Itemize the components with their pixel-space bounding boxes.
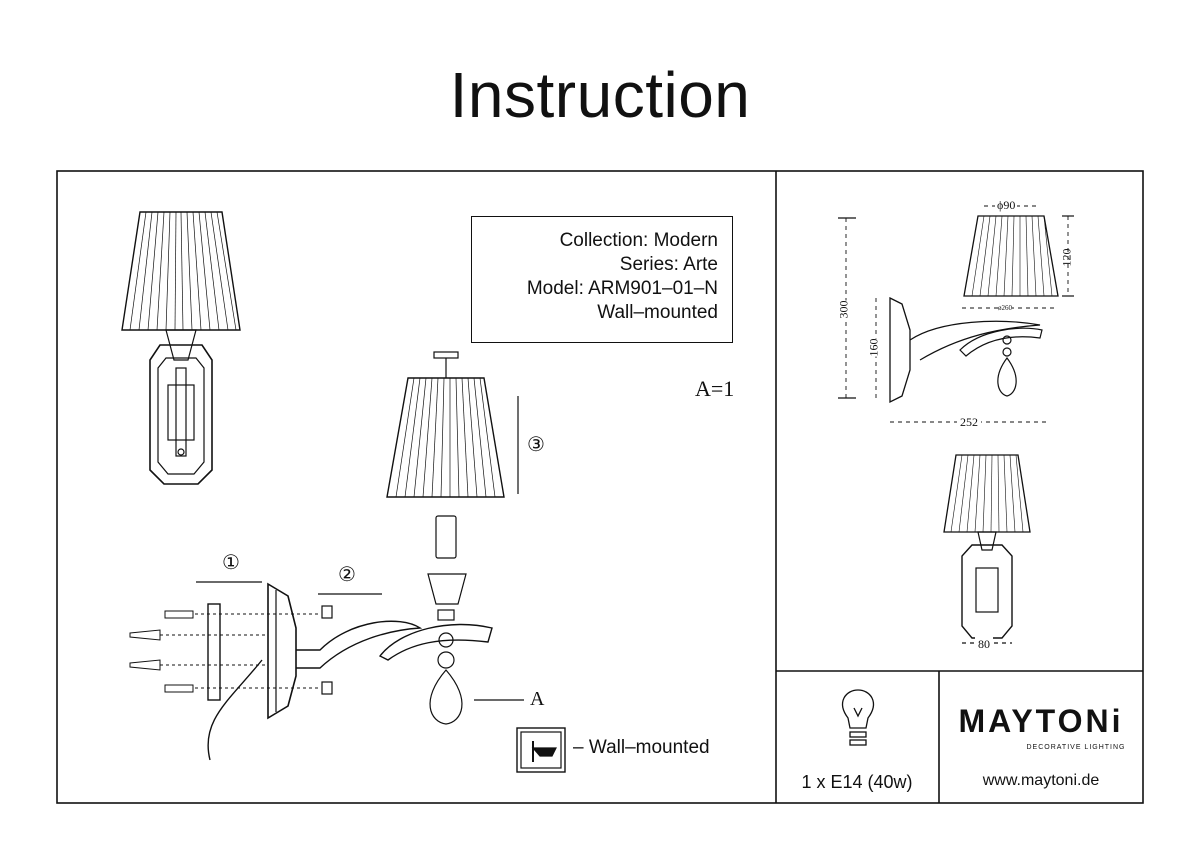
series-label: Series: Arte: [619, 254, 718, 275]
collection-label: Collection: Modern: [559, 230, 718, 251]
step-2-marker: ②: [338, 564, 356, 586]
front-view-dimensions: [943, 454, 1031, 644]
website-link[interactable]: www.maytoni.de: [982, 772, 1100, 789]
part-a-label: A: [530, 688, 545, 710]
dim-depth: 252: [957, 415, 981, 430]
bulb-spec: 1 x E14 (40w): [801, 772, 913, 792]
side-view-dimensions: [838, 205, 1074, 423]
mounting-assembly: [129, 581, 493, 761]
dim-width: 80: [975, 637, 993, 652]
parts-quantity: A=1: [695, 376, 735, 401]
model-label: Model: ARM901–01–N: [526, 278, 718, 299]
step-1-marker: ①: [222, 552, 240, 574]
page-title: Instruction: [449, 59, 751, 131]
dim-shade-diameter: ϕ90: [995, 198, 1018, 213]
brand-tagline: DECORATIVE LIGHTING: [1026, 744, 1126, 751]
wall-mount-icon: [516, 727, 566, 773]
step-3-marker: ③: [527, 434, 545, 456]
brand-logo: MAYTONi: [958, 703, 1124, 739]
dim-shade-height: 120: [1059, 248, 1074, 267]
lightbulb-icon: [842, 689, 874, 746]
dim-bracket-height: 160: [866, 338, 882, 357]
model-info-box: Collection: Modern Series: Arte Model: A…: [471, 216, 733, 343]
dim-total-height: 300: [836, 300, 852, 319]
front-view-sconce: [121, 211, 241, 485]
wall-mount-legend-text: – Wall–mounted: [573, 737, 710, 758]
dim-base-diameter: ø260: [998, 304, 1012, 312]
exploded-shade: [386, 351, 524, 725]
mount-type-label: Wall–mounted: [597, 302, 718, 323]
sheet-frame: [56, 170, 1144, 804]
